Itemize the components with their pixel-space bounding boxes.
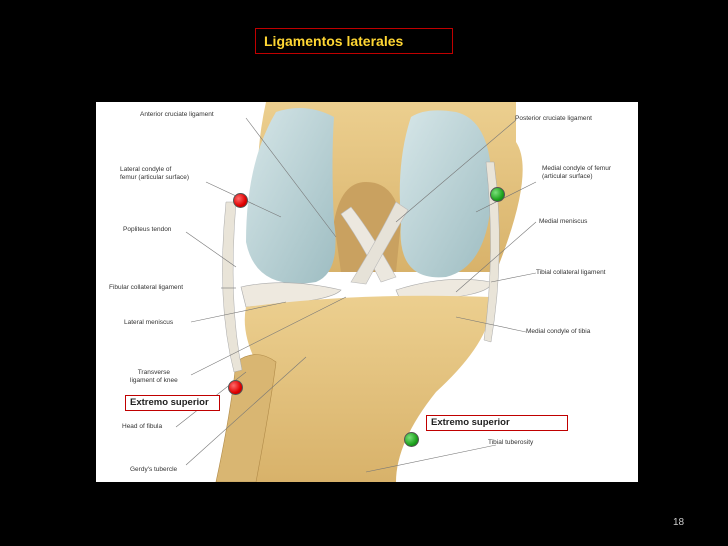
medial-condyle-cartilage	[399, 110, 492, 278]
green-marker-tibia-attachment	[404, 432, 419, 447]
fibular-collateral-ligament	[222, 201, 243, 373]
label-medial-condyle-of-femur: Medial condyle of femur (articular surfa…	[542, 165, 612, 180]
callout-fibular-superior-end: Extremo superior	[125, 395, 220, 411]
red-marker-fibula-attachment	[228, 380, 243, 395]
label-head-of-fibula: Head of fibula	[122, 423, 163, 430]
page-number: 18	[673, 517, 685, 528]
knee-illustration-panel: Anterior cruciate ligament Lateral condy…	[96, 102, 638, 482]
label-tibial-tuberosity: Tibial tuberosity	[488, 439, 534, 446]
lateral-condyle-cartilage	[246, 108, 336, 284]
fibula-bone	[215, 354, 277, 482]
callout-tibial-superior-end: Extremo superior	[426, 415, 568, 431]
red-marker-femur-attachment	[233, 193, 248, 208]
label-tibial-collateral-ligament: Tibial collateral ligament	[536, 269, 606, 276]
label-posterior-cruciate-ligament: Posterior cruciate ligament	[515, 115, 592, 122]
anterior-cruciate-ligament	[340, 206, 397, 283]
green-marker-femur-attachment	[490, 187, 505, 202]
label-transverse-ligament-of-knee: Transverse ligament of knee	[130, 369, 178, 384]
slide-title: Ligamentos laterales	[255, 28, 453, 54]
label-medial-condyle-of-tibia: Medial condyle of tibia	[526, 328, 591, 335]
posterior-cruciate-ligament	[350, 201, 409, 285]
label-popliteus-tendon: Popliteus tendon	[123, 226, 172, 233]
label-fibular-collateral-ligament: Fibular collateral ligament	[109, 284, 184, 291]
label-gerdys-tubercle: Gerdy's tubercle	[130, 466, 178, 473]
tibial-collateral-ligament	[483, 161, 500, 343]
label-lateral-meniscus: Lateral meniscus	[124, 319, 174, 326]
tibia-bone	[236, 295, 492, 482]
leader-lines	[175, 117, 537, 473]
label-lateral-condyle-of-femur: Lateral condyle of femur (articular surf…	[120, 166, 189, 181]
label-medial-meniscus: Medial meniscus	[539, 218, 588, 225]
knee-anatomy-illustration	[175, 102, 537, 482]
label-anterior-cruciate-ligament: Anterior cruciate ligament	[140, 111, 214, 118]
